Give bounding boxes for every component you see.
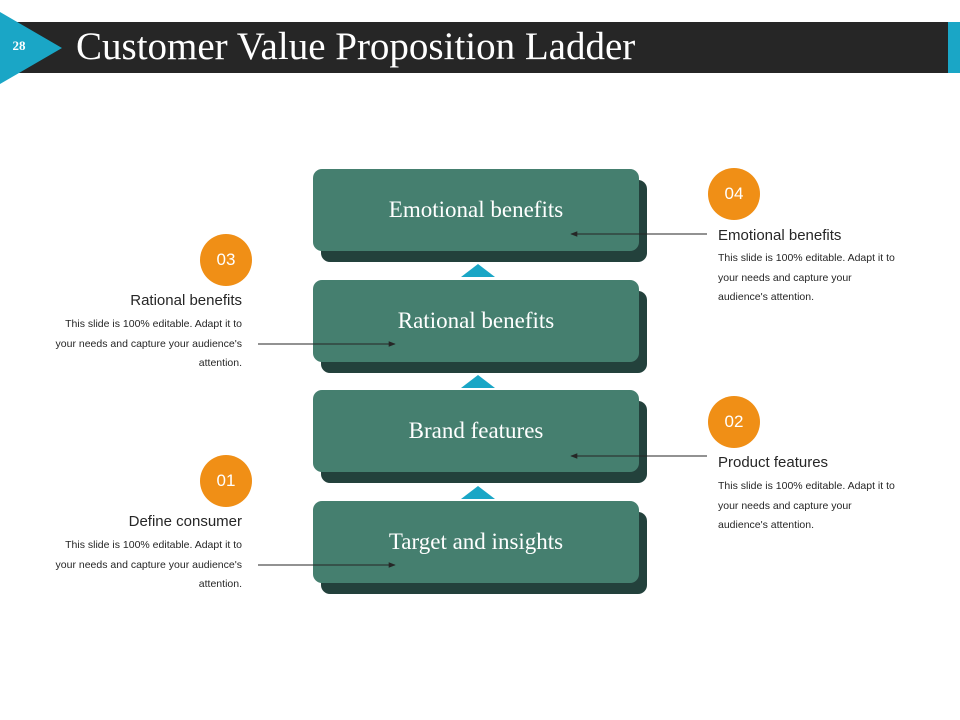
ladder-step-emotional-benefits[interactable]: Emotional benefits: [313, 169, 639, 251]
slide-number: 28: [12, 38, 26, 53]
ladder-step-rational-benefits[interactable]: Rational benefits: [313, 280, 639, 362]
callout-heading-02: Product features: [718, 454, 829, 471]
title-bar-accent: [948, 22, 960, 73]
ladder-connector-triangle: [461, 375, 495, 388]
callout-badge-01: 01: [200, 455, 252, 507]
callout-body-03: This slide is 100% editable. Adapt it to…: [55, 318, 242, 369]
ladder-connector-triangle: [461, 264, 495, 277]
page-title: Customer Value Proposition Ladder: [76, 25, 636, 68]
title-bar: [0, 22, 948, 73]
callout-badge-02: 02: [708, 396, 760, 448]
callout-body-04: This slide is 100% editable. Adapt it to…: [718, 252, 895, 303]
callout-badge-03: 03: [200, 234, 252, 286]
ladder-step-target-and-insights[interactable]: Target and insights: [313, 501, 639, 583]
ladder-connector-triangle: [461, 486, 495, 499]
callout-body-02: This slide is 100% editable. Adapt it to…: [718, 480, 895, 531]
slide-number-tab: [0, 12, 62, 84]
ladder-step-brand-features[interactable]: Brand features: [313, 390, 639, 472]
callout-heading-01: Define consumer: [128, 513, 242, 530]
callout-badge-04: 04: [708, 168, 760, 220]
callout-heading-04: Emotional benefits: [718, 227, 842, 244]
callout-heading-03: Rational benefits: [130, 292, 242, 309]
callout-body-01: This slide is 100% editable. Adapt it to…: [55, 539, 242, 590]
